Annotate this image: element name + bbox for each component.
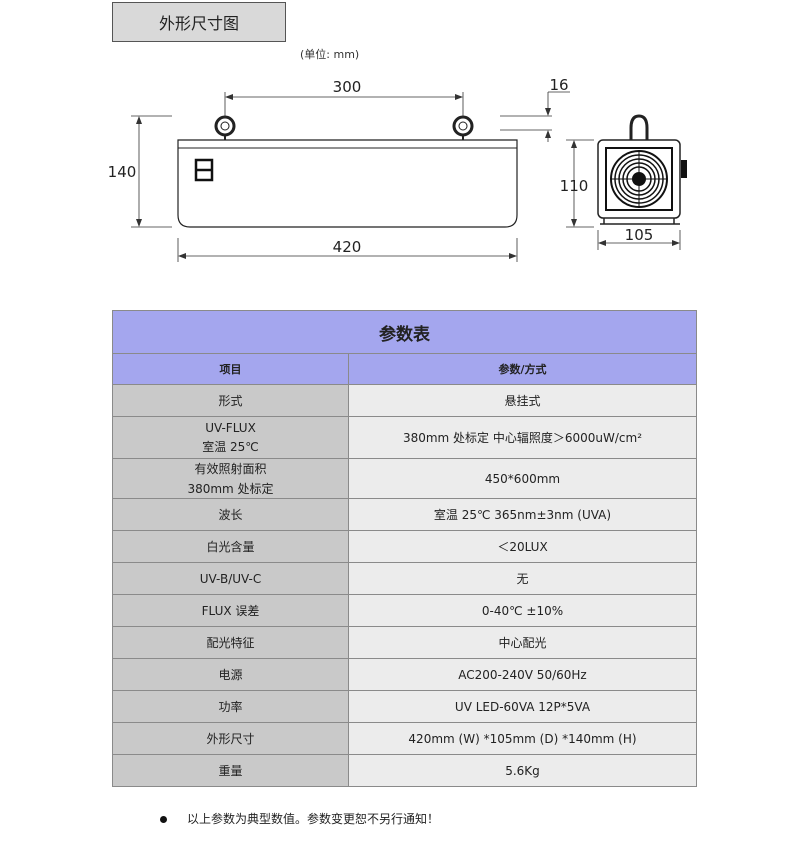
row-value: 420mm (W) *105mm (D) *140mm (H) (348, 722, 697, 755)
dim-300-label: 300 (333, 78, 362, 96)
row-label-line1: FLUX 误差 (201, 604, 260, 618)
column-header-item: 项目 (112, 353, 349, 385)
row-value: ＜20LUX (348, 530, 697, 563)
row-label: 配光特征 (112, 626, 349, 659)
table-row: UV-FLUX 室温 25℃ 380mm 处标定 中心辐照度＞6000uW/cm² (112, 416, 697, 459)
table-row: 有效照射面积 380mm 处标定 450*600mm (112, 458, 697, 499)
bullet-icon (160, 816, 167, 823)
row-value: 中心配光 (348, 626, 697, 659)
row-label: UV-B/UV-C (112, 562, 349, 595)
dim-140-label: 140 (108, 163, 137, 181)
row-label-line2: 室温 25℃ (202, 439, 259, 454)
row-value: 无 (348, 562, 697, 595)
unit-label: (单位: mm) (300, 48, 360, 61)
side-switch-icon (681, 160, 687, 178)
table-row: 形式 悬挂式 (112, 384, 697, 417)
row-label-line1: UV-FLUX (205, 420, 256, 435)
row-value: 室温 25℃ 365nm±3nm (UVA) (348, 498, 697, 531)
table-row: 配光特征 中心配光 (112, 626, 697, 659)
row-label: 波长 (112, 498, 349, 531)
row-value: 0-40℃ ±10% (348, 594, 697, 627)
row-label-line2: 380mm 处标定 (187, 482, 274, 496)
dim-110-label: 110 (560, 177, 589, 195)
dim-16-label: 16 (549, 76, 568, 94)
row-label-line1: 有效照射面积 (194, 462, 267, 476)
row-label: 外形尺寸 (112, 722, 349, 755)
row-value: AC200-240V 50/60Hz (348, 658, 697, 691)
row-label-line1: UV-B/UV-C (199, 571, 262, 586)
lamp-body-front (177, 139, 518, 228)
row-label-line1: 波长 (218, 508, 243, 522)
table-row: FLUX 误差 0-40℃ ±10% (112, 594, 697, 627)
table-title: 参数表 (112, 310, 697, 354)
row-label: 重量 (112, 754, 349, 787)
table-row: 外形尺寸 420mm (W) *105mm (D) *140mm (H) (112, 722, 697, 755)
row-label: 有效照射面积 380mm 处标定 (112, 458, 349, 499)
row-label-line1: 重量 (218, 764, 243, 778)
table-row: 白光含量 ＜20LUX (112, 530, 697, 563)
row-label-line1: 电源 (218, 668, 243, 682)
row-label: 功率 (112, 690, 349, 723)
table-row: UV-B/UV-C 无 (112, 562, 697, 595)
row-value: 450*600mm (348, 458, 697, 499)
row-label: UV-FLUX 室温 25℃ (112, 416, 349, 459)
row-value: 380mm 处标定 中心辐照度＞6000uW/cm² (348, 416, 697, 459)
column-header-value: 参数/方式 (348, 353, 697, 385)
dim-420-label: 420 (333, 238, 362, 256)
row-label: 形式 (112, 384, 349, 417)
row-label-line1: 白光含量 (206, 540, 255, 554)
drawing-title: 外形尺寸图 (112, 2, 286, 42)
row-value: 5.6Kg (348, 754, 697, 787)
row-label-line1: 外形尺寸 (206, 732, 255, 746)
footnote: 以上参数为典型数值。参数变更恕不另行通知！ (160, 810, 439, 827)
row-label-line1: 形式 (218, 394, 243, 408)
side-hanging-ring (629, 114, 649, 140)
table-row: 功率 UV LED-60VA 12P*5VA (112, 690, 697, 723)
dim-105-label: 105 (625, 226, 654, 244)
table-row: 电源 AC200-240V 50/60Hz (112, 658, 697, 691)
row-value: UV LED-60VA 12P*5VA (348, 690, 697, 723)
row-label-line1: 配光特征 (206, 636, 255, 650)
table-row: 重量 5.6Kg (112, 754, 697, 787)
row-label-line1: 功率 (218, 700, 243, 714)
row-label: 电源 (112, 658, 349, 691)
parameter-table: 参数表 项目 参数/方式 形式 悬挂式 UV-FLUX 室温 25℃ 380mm 处标定… (112, 310, 697, 787)
row-value: 悬挂式 (348, 384, 697, 417)
table-body: 形式 悬挂式 UV-FLUX 室温 25℃ 380mm 处标定 中心辐照度＞6000uW… (112, 384, 697, 787)
row-label: FLUX 误差 (112, 594, 349, 627)
row-label: 白光含量 (112, 530, 349, 563)
footnote-text: 以上参数为典型数值。参数变更恕不另行通知！ (187, 812, 440, 826)
table-row: 波长 室温 25℃ 365nm±3nm (UVA) (112, 498, 697, 531)
dimension-drawing: 300 140 420 16 110 105 (108, 76, 687, 262)
